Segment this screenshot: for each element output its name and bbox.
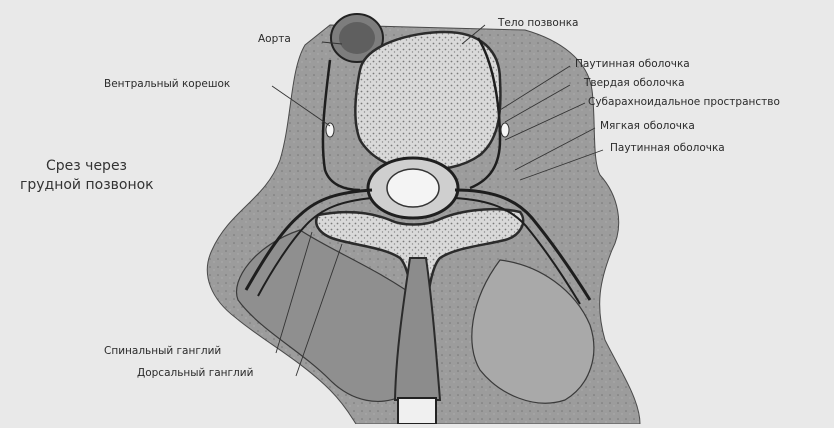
vertebral-body-shape: [355, 32, 500, 170]
label-dura: Твердая оболочка: [584, 78, 685, 89]
section-title-line-1: Срез через: [46, 158, 127, 175]
label-arachnoid-2: Паутинная оболочка: [610, 143, 725, 154]
label-arachnoid-1: Паутинная оболочка: [575, 59, 690, 70]
section-title-line-2: грудной позвонок: [20, 177, 154, 194]
label-pia: Мягкая оболочка: [600, 121, 695, 132]
label-spinal-ganglion: Спинальный ганглий: [104, 346, 221, 357]
label-subarachnoid-space: Субарахноидальное пространство: [588, 97, 780, 108]
label-aorta: Аорта: [258, 34, 291, 45]
spinal-cord-shape: [387, 169, 439, 207]
label-vertebral-body: Тело позвонка: [498, 18, 578, 29]
label-ventral-root: Вентральный корешок: [104, 79, 230, 90]
label-dorsal-ganglion: Дорсальный ганглий: [137, 368, 253, 379]
